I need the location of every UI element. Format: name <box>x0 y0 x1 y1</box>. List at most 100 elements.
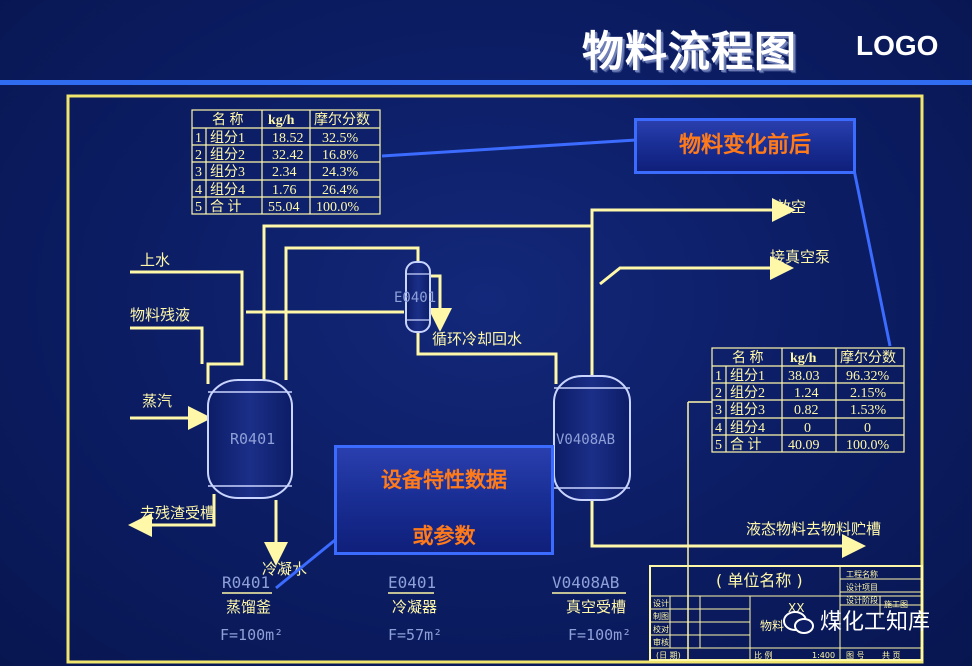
drawing-frame <box>66 94 924 664</box>
condenser-feed-pipe <box>284 246 420 380</box>
reactor-tag: R0401 <box>230 430 275 448</box>
table-in-row3-no: 3 <box>195 165 202 180</box>
title-block-date: (日 期) <box>656 651 681 660</box>
table-in-row3-kgh: 2.34 <box>272 165 297 180</box>
table-in-row5-kgh: 55.04 <box>268 200 300 215</box>
title-block-drawing-no: 图 号 <box>846 651 865 660</box>
title-block-unit: ( 单位名称 ) <box>716 571 803 590</box>
legend-receiver-tag: V0408AB <box>552 573 619 592</box>
title-block-scale: 1:400 <box>812 651 835 660</box>
residue-pipe <box>130 326 204 364</box>
residue-tank-pipe <box>128 494 216 537</box>
title-block <box>649 565 923 661</box>
condenser-vessel: E0401 <box>394 261 436 333</box>
table-out-row3-no: 3 <box>715 403 722 418</box>
table-in-row1-name: 组分1 <box>210 130 245 146</box>
title-block-designer: 设计 <box>653 598 669 608</box>
pointer-to-legend <box>275 534 341 590</box>
table-out-row4-no: 4 <box>715 421 722 436</box>
legend-receiver-spec: F=100m² <box>568 626 631 644</box>
vacuum-pipe <box>599 256 794 286</box>
legend-condenser-name: 冷凝器 <box>392 598 437 616</box>
receiver-tag: V0408AB <box>556 432 615 448</box>
table-in-row4-frac: 26.4% <box>322 183 359 198</box>
table-in-header-frac: 摩尔分数 <box>314 111 370 128</box>
table-out-row1-no: 1 <box>715 369 722 384</box>
title-block-checker: 校对 <box>653 624 669 634</box>
table-out-row5-frac: 100.0% <box>846 438 890 453</box>
title-block-drafter: 制图 <box>653 611 669 621</box>
reactor-vessel: R0401 <box>207 379 293 499</box>
table-in-row3-frac: 24.3% <box>322 165 359 180</box>
legend-condenser-tag: E0401 <box>388 573 436 592</box>
condenser-tag: E0401 <box>394 290 436 306</box>
table-in-row2-frac: 16.8% <box>322 148 359 163</box>
title-block-center-bottom: 物料 <box>760 619 784 633</box>
table-in-row2-kgh: 32.42 <box>272 148 304 163</box>
table-out-header-frac: 摩尔分数 <box>840 349 896 366</box>
table-in-row5-no: 5 <box>195 200 202 215</box>
table-in-row4-kgh: 1.76 <box>272 183 297 198</box>
table-in-row1-frac: 32.5% <box>322 131 359 146</box>
to-residue-tank-label: 去残渣受槽 <box>140 504 215 522</box>
table-in-row4-no: 4 <box>195 183 202 198</box>
liquid-out-pipe <box>590 500 866 558</box>
table-out-row4-kgh: 0 <box>804 421 811 436</box>
table-out-row1-kgh: 38.03 <box>788 369 820 384</box>
title-block-project: 工程名称 <box>846 569 878 579</box>
callout-pointers <box>275 138 892 590</box>
vacuum-pump-label: 接真空泵 <box>770 248 830 266</box>
logo-text: LOGO <box>856 30 939 61</box>
callout-equipment: 设备特性数据 或参数 <box>334 445 554 555</box>
piping <box>128 198 866 660</box>
table-in-row4-name: 组分4 <box>210 182 245 198</box>
vent-pipe <box>590 198 796 226</box>
table-out-header-kgh: kg/h <box>790 351 817 366</box>
table-in-row5-frac: 100.0% <box>316 200 360 215</box>
title-block-pages: 共 页 <box>882 651 901 660</box>
table-out-row5-no: 5 <box>715 438 722 453</box>
table-in-row2-name: 组分2 <box>210 147 245 163</box>
callout-before-after: 物料变化前后 <box>634 118 856 174</box>
cooling-water-pipe <box>428 274 452 332</box>
table-out-row4-name: 组分4 <box>730 420 765 436</box>
vent-label: 放空 <box>776 198 806 216</box>
legend-reactor-name: 蒸馏釜 <box>226 598 271 616</box>
table-out-row2-kgh: 1.24 <box>794 386 819 401</box>
steam-label: 蒸汽 <box>142 392 172 410</box>
cooling-return-label: 循环冷却回水 <box>432 330 522 348</box>
receiver-vessel: V0408AB <box>553 375 631 501</box>
title-block-stage-value: 施工图 <box>884 599 908 609</box>
water-in-label: 上水 <box>140 251 170 269</box>
callout-before-after-text: 物料变化前后 <box>678 133 811 158</box>
table-out <box>711 347 905 453</box>
title-block-reviewer: 审核 <box>653 637 669 647</box>
callout-equipment-line1: 设备特性数据 <box>381 468 507 492</box>
water-in-pipe <box>130 270 244 384</box>
pointer-to-table-in <box>381 138 637 158</box>
legend-condenser-spec: F=57m² <box>388 626 442 644</box>
table-out-row3-name: 组分3 <box>730 402 765 418</box>
legend-reactor-tag: R0401 <box>222 573 270 592</box>
table-out-row4-frac: 0 <box>864 421 871 436</box>
page-title: 物料流程图 <box>582 27 798 76</box>
table-in-row3-name: 组分3 <box>210 164 245 180</box>
table-out-row5-name: 合 计 <box>730 437 762 453</box>
table-in-row1-kgh: 18.52 <box>272 131 304 146</box>
pointer-to-table-out <box>850 159 892 347</box>
liquid-to-storage-label: 液态物料去物料贮槽 <box>746 520 881 538</box>
vapor-main-pipe <box>262 224 592 380</box>
table-out-row3-kgh: 0.82 <box>794 403 819 418</box>
table-out-row5-kgh: 40.09 <box>788 438 820 453</box>
table-out-header-name: 名 称 <box>732 350 764 366</box>
table-in-row1-no: 1 <box>195 131 202 146</box>
table-out-row2-frac: 2.15% <box>850 386 887 401</box>
title-block-scale-label: 比 例 <box>754 650 773 660</box>
table-out-row1-frac: 96.32% <box>846 369 890 384</box>
header-divider <box>0 80 972 85</box>
table-in <box>191 109 381 215</box>
title-block-design-item: 设计项目 <box>846 582 878 592</box>
table-out-row2-no: 2 <box>715 386 722 401</box>
